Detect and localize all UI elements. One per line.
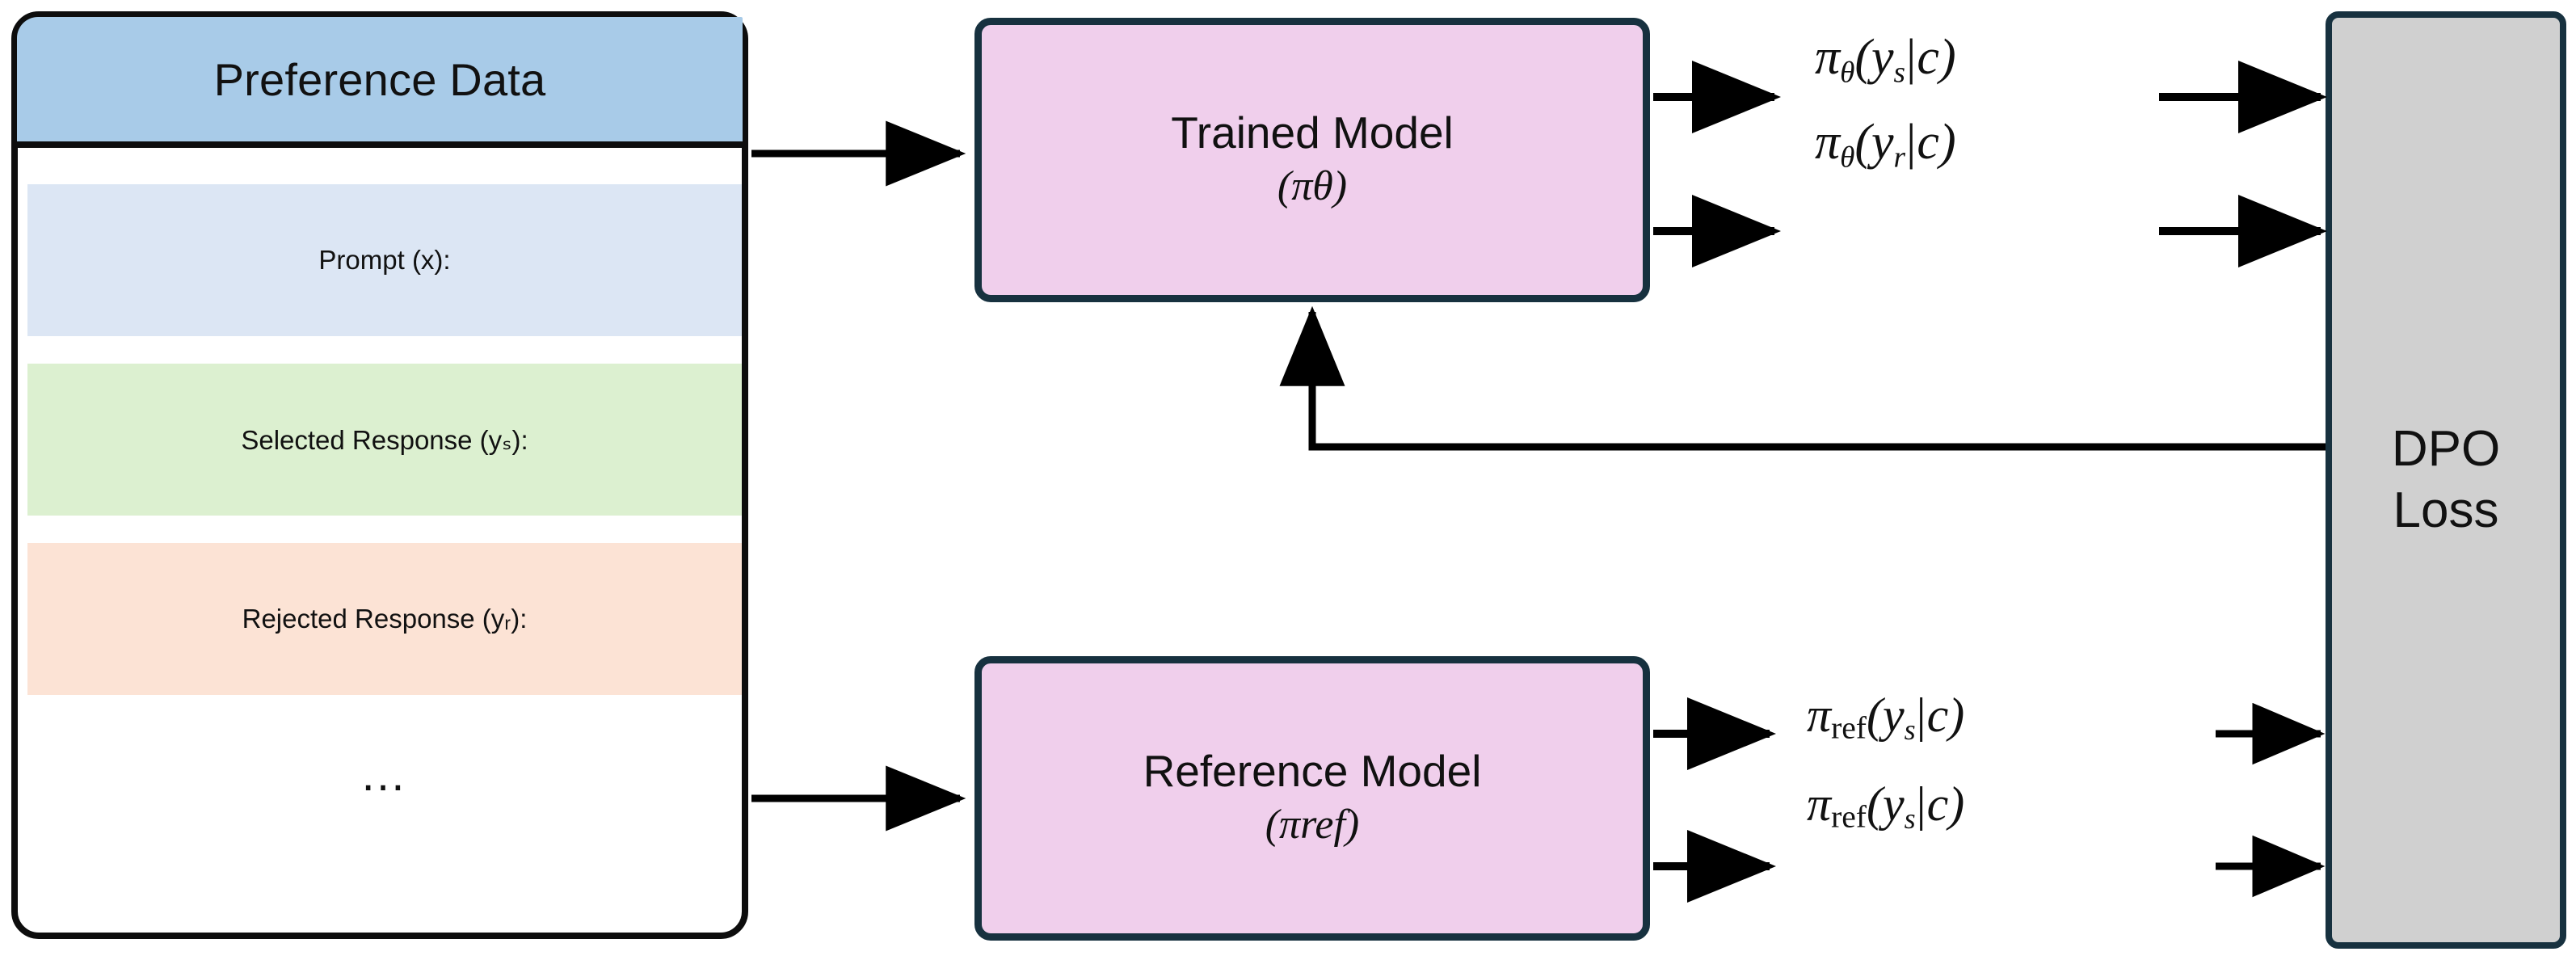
- trained-model-box: Trained Model (πθ): [974, 18, 1650, 302]
- selected-response-field: Selected Response (yₛ):: [27, 364, 742, 516]
- dpo-loss-line-1: DPO: [2391, 421, 2501, 478]
- preference-data-title: Preference Data: [213, 53, 546, 105]
- arrow-loss-feedback-to-trained-model: [1279, 305, 2326, 451]
- dpo-loss-label: DPO Loss: [2392, 419, 2500, 541]
- trained-model-symbol: (πθ): [1277, 162, 1348, 209]
- preference-data-card: Preference Data Prompt (x): Selected Res…: [11, 11, 748, 939]
- preference-data-body: Prompt (x): Selected Response (yₛ): Reje…: [18, 149, 742, 933]
- reference-selected-probability: πref(ys|c): [1807, 688, 1965, 747]
- preference-data-header: Preference Data: [17, 17, 743, 148]
- prompt-field: Prompt (x):: [27, 184, 742, 336]
- rejected-response-label: Rejected Response (yᵣ):: [242, 604, 528, 634]
- reference-model-box: Reference Model (πref): [974, 656, 1650, 941]
- trained-selected-probability: πθ(ys|c): [1815, 30, 1956, 90]
- rejected-response-field: Rejected Response (yᵣ):: [27, 543, 742, 695]
- prompt-field-label: Prompt (x):: [318, 245, 451, 275]
- dpo-loss-line-2: Loss: [2393, 482, 2499, 538]
- trained-model-title: Trained Model: [1171, 107, 1454, 158]
- more-items-ellipsis: …: [360, 748, 410, 801]
- reference-model-title: Reference Model: [1143, 746, 1482, 797]
- reference-model-symbol: (πref): [1265, 801, 1360, 848]
- trained-rejected-probability: πθ(yr|c): [1815, 115, 1956, 175]
- dpo-loss-box: DPO Loss: [2326, 11, 2566, 949]
- selected-response-label: Selected Response (yₛ):: [241, 424, 528, 455]
- reference-rejected-probability: πref(ys|c): [1807, 777, 1965, 836]
